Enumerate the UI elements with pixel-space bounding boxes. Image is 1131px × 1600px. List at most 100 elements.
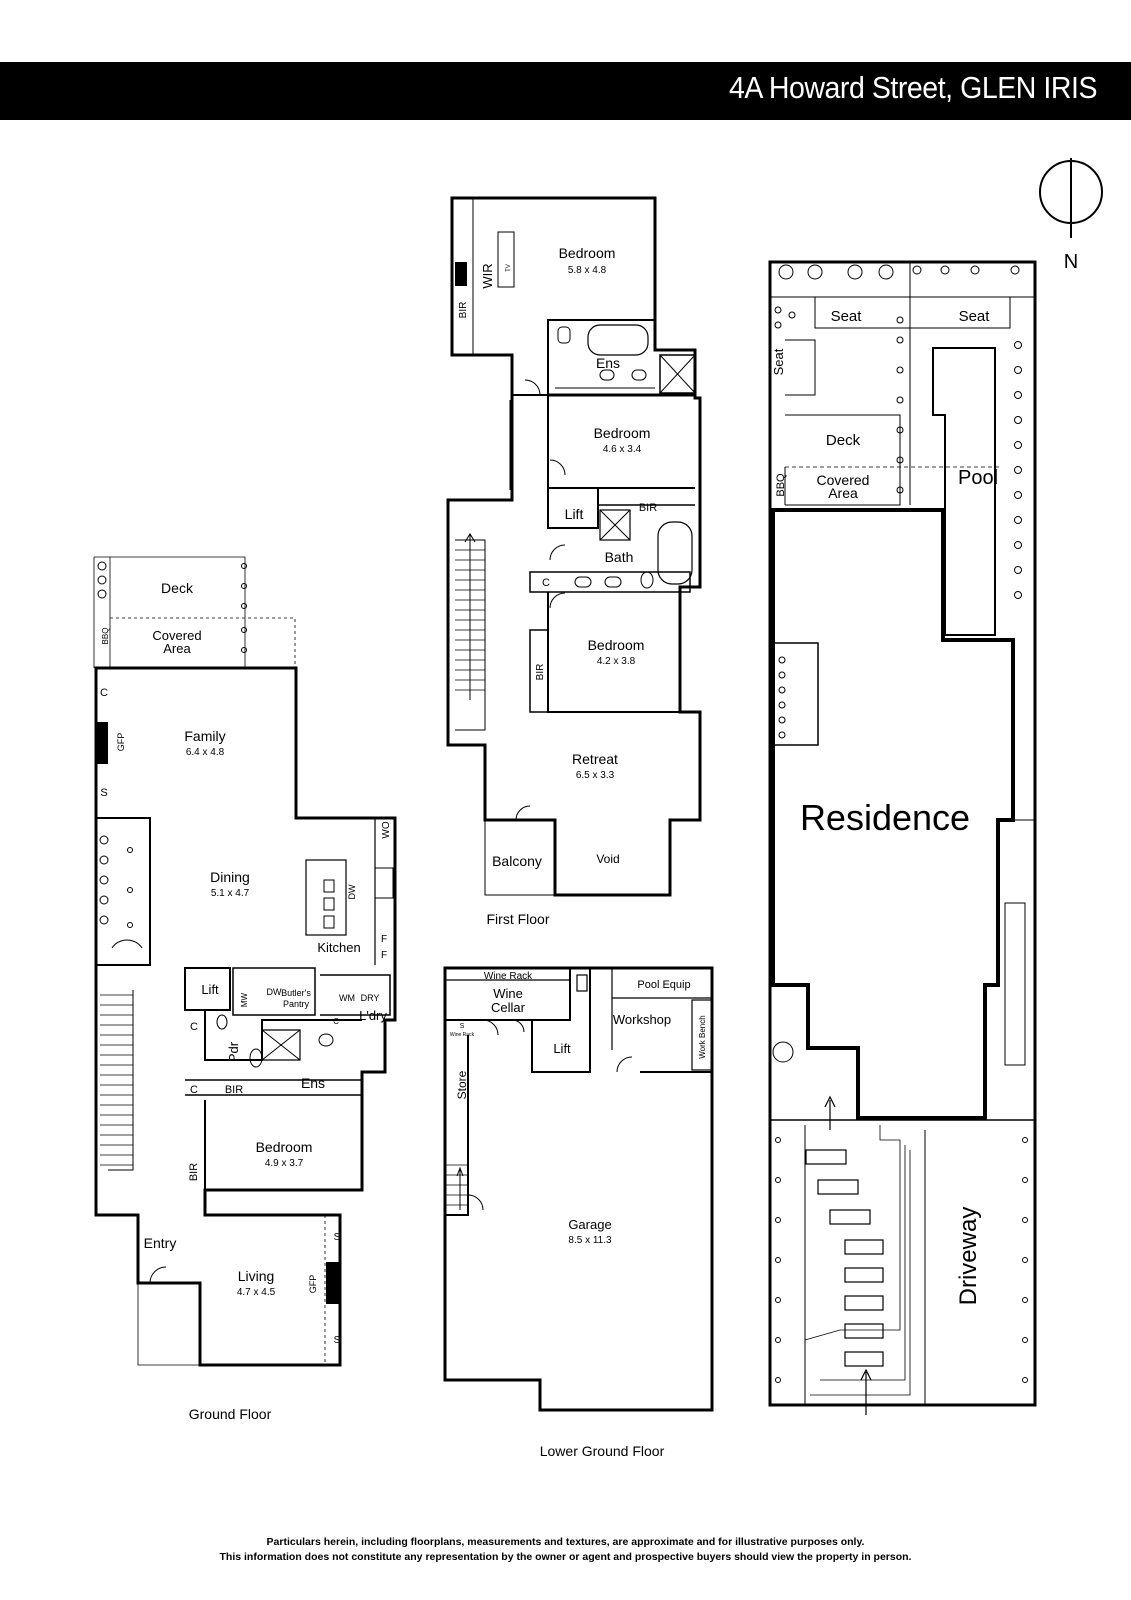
first-floor-labels: Bedroom 5.8 x 4.8 WIR BIR TV Ens Bedroom… (458, 245, 657, 927)
gf-wo-label: WO (381, 821, 392, 838)
ff-bedroom2-dim: 4.6 x 3.4 (603, 444, 642, 455)
gf-dry-label: DRY (361, 993, 380, 1003)
site-driveway-label: Driveway (955, 1207, 982, 1306)
lg-lift-label: Lift (553, 1041, 571, 1056)
gf-covered-label: Covered (152, 628, 201, 643)
gf-bedroom-label: Bedroom (256, 1139, 313, 1155)
site-labels: Seat Seat Seat Deck Covered Area BBQ Poo… (771, 308, 998, 1305)
gf-area-label: Area (163, 641, 191, 656)
gf-cupboard2-label: C (333, 1017, 339, 1026)
gf-lift-label: Lift (201, 982, 219, 997)
disclaimer-line-1: Particulars herein, including floorplans… (266, 1536, 865, 1548)
ground-floor-caption: Ground Floor (189, 1406, 272, 1422)
header-banner: 4A Howard Street, GLEN IRIS (0, 62, 1131, 120)
gf-s1-label: S (100, 787, 107, 799)
site-seat3-label: Seat (771, 348, 786, 375)
gf-wm-label: WM (339, 993, 355, 1003)
lg-wine-rack-label: Wine Rack (484, 971, 533, 982)
ff-balcony-label: Balcony (492, 853, 542, 869)
ff-cupboard-label: C (542, 577, 550, 589)
property-address-title: 4A Howard Street, GLEN IRIS (728, 70, 1097, 105)
ff-lift-label: Lift (565, 506, 584, 522)
site-seat1-label: Seat (831, 308, 863, 325)
gf-bedroom-dim: 4.9 x 3.7 (265, 1158, 304, 1169)
gf-s2-label: S (334, 1232, 341, 1243)
lg-work-bench-label: Work Bench (698, 1015, 707, 1058)
ground-floor-plan (93, 556, 397, 1367)
site-pool-label: Pool (958, 467, 998, 489)
ff-bedroom1-label: Bedroom (559, 245, 616, 261)
site-planting (772, 264, 1028, 1383)
lg-wine-rack-small-label: Wine Rack (450, 1032, 475, 1038)
lg-s-label: S (460, 1023, 465, 1030)
gf-powder-label: Pdr (226, 1041, 241, 1062)
gf-living-label: Living (238, 1268, 275, 1284)
north-compass-icon: N (1039, 158, 1103, 273)
lg-wine-label: Wine (493, 986, 523, 1001)
site-deck-label: Deck (826, 432, 861, 449)
ff-bedroom2-label: Bedroom (594, 425, 651, 441)
lg-garage-dim: 8.5 x 11.3 (568, 1235, 612, 1246)
ff-void-label: Void (596, 852, 619, 866)
gf-ens-label: Ens (301, 1075, 325, 1091)
gf-fridge1-label: F (381, 934, 387, 945)
disclaimer-line-2: This information does not constitute any… (219, 1551, 912, 1563)
gf-dw2-label: DW (267, 987, 282, 997)
gf-living-dim: 4.7 x 4.5 (237, 1287, 276, 1298)
gf-mw-label: MW (240, 992, 249, 1007)
gf-deck-label: Deck (161, 580, 194, 596)
site-plan (768, 260, 1037, 1415)
gf-kitchen-label: Kitchen (317, 940, 360, 955)
gf-cupboard1-label: C (100, 687, 108, 699)
gf-fridge2-label: F (381, 950, 387, 961)
ff-bir3-label: BIR (535, 664, 546, 681)
lower-ground-floor-labels: Wine Rack Wine Cellar S Wine Rack Pool E… (450, 971, 707, 1459)
gf-butlers-label: Butler's (281, 988, 311, 998)
lg-store-label: Store (455, 1070, 469, 1099)
gf-gfp2-label: GFP (308, 1275, 318, 1294)
ff-retreat-label: Retreat (572, 751, 618, 767)
ff-bedroom3-label: Bedroom (588, 637, 645, 653)
lower-ground-floor-caption: Lower Ground Floor (540, 1443, 665, 1459)
site-covered-label: Covered (817, 472, 870, 488)
gf-bbq-label: BBQ (101, 628, 110, 645)
lg-pool-equip-label: Pool Equip (637, 979, 690, 991)
first-floor-plan (446, 196, 702, 897)
lg-workshop-label: Workshop (613, 1012, 671, 1027)
gf-dw1-label: DW (347, 884, 357, 899)
gf-cupboard3-label: C (190, 1021, 198, 1033)
gf-laundry-label: L'dry (359, 1008, 387, 1023)
ground-floor-labels: Deck BBQ Covered Area C GFP S Family 6.4… (100, 580, 392, 1422)
ff-bedroom3-dim: 4.2 x 3.8 (597, 656, 636, 667)
gf-bir-label: BIR (225, 1084, 243, 1096)
ff-wir-label: WIR (480, 263, 495, 288)
ff-bir2-label: BIR (639, 502, 657, 514)
site-seat2-label: Seat (959, 308, 991, 325)
lower-ground-floor-plan (443, 966, 714, 1412)
lg-cellar-label: Cellar (491, 1000, 526, 1015)
ff-ens-label: Ens (596, 355, 620, 371)
lg-garage-label: Garage (568, 1217, 611, 1232)
compass-label: N (1064, 251, 1078, 273)
ground-floor-planting (97, 561, 247, 928)
ff-bedroom1-dim: 5.8 x 4.8 (568, 265, 607, 276)
first-floor-caption: First Floor (487, 911, 550, 927)
site-residence-label: Residence (800, 797, 970, 838)
ff-bir1-label: BIR (458, 302, 469, 319)
gf-pantry-label: Pantry (283, 999, 310, 1009)
ff-retreat-dim: 6.5 x 3.3 (576, 770, 615, 781)
gf-family-dim: 6.4 x 4.8 (186, 747, 225, 758)
gf-family-label: Family (184, 728, 225, 744)
ff-bath-label: Bath (605, 549, 634, 565)
gf-cupboard4-label: C (190, 1084, 198, 1096)
gf-bir2-label: BIR (188, 1163, 200, 1181)
gf-dining-dim: 5.1 x 4.7 (211, 888, 250, 899)
gf-entry-label: Entry (144, 1235, 177, 1251)
ff-tv-label: TV (506, 264, 512, 272)
gf-dining-label: Dining (210, 869, 250, 885)
site-bbq-label: BBQ (775, 473, 787, 497)
gf-s3-label: S (334, 1335, 341, 1346)
gf-gfp1-label: GFP (116, 733, 126, 752)
site-area-label: Area (828, 485, 858, 501)
